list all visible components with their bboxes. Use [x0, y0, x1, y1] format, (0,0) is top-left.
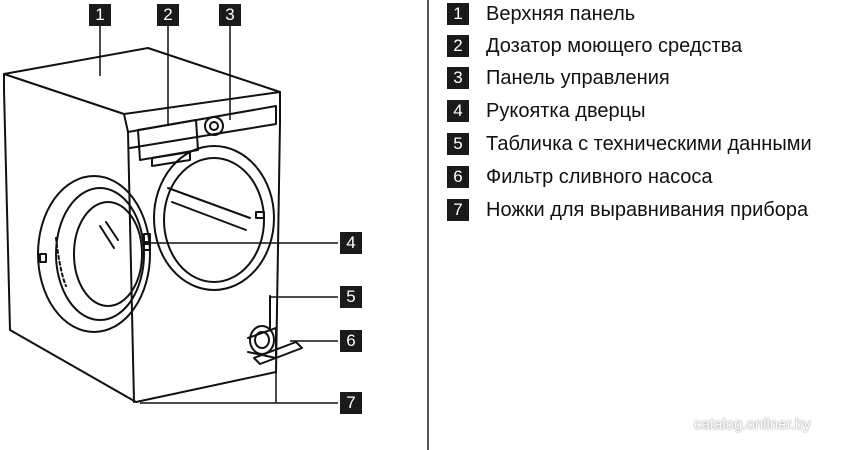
callout-4: 4: [340, 232, 362, 254]
front-right-edge: [275, 91, 281, 373]
callout-1: 1: [89, 4, 111, 26]
watermark: catalog.onliner.by: [694, 416, 811, 433]
legend-label: Ножки для выравнивания прибора: [486, 199, 809, 221]
top-panel: [3, 47, 281, 115]
left-side: [3, 73, 137, 403]
control-panel: [127, 105, 277, 149]
callout-6: 6: [340, 330, 362, 352]
legend-label: Фильтр сливного насоса: [486, 166, 713, 188]
legend-label: Табличка с техническими данными: [486, 133, 812, 155]
door-opening: [153, 145, 275, 291]
legend-number: 7: [447, 199, 469, 221]
control-knob: [204, 116, 224, 136]
legend-number: 6: [447, 166, 469, 188]
front-left-edge: [123, 113, 135, 403]
legend-label: Дозатор моющего средства: [486, 35, 743, 57]
callout-2: 2: [157, 4, 179, 26]
detergent-drawer: [137, 119, 199, 161]
legend-label: Панель управления: [486, 67, 670, 89]
legend-number: 3: [447, 67, 469, 89]
legend-label: Верхняя панель: [486, 3, 636, 25]
filter-cover: [253, 341, 303, 365]
callout-3: 3: [219, 4, 241, 26]
legend-number: 2: [447, 35, 469, 57]
legend-number: 5: [447, 133, 469, 155]
callout-7: 7: [340, 392, 362, 414]
legend-number: 1: [447, 3, 469, 25]
open-door: [37, 175, 151, 333]
door-handle: [143, 233, 151, 243]
legend-label: Рукоятка дверцы: [486, 100, 646, 122]
callout-5: 5: [340, 286, 362, 308]
bottom-edge: [135, 371, 277, 403]
legend-number: 4: [447, 100, 469, 122]
